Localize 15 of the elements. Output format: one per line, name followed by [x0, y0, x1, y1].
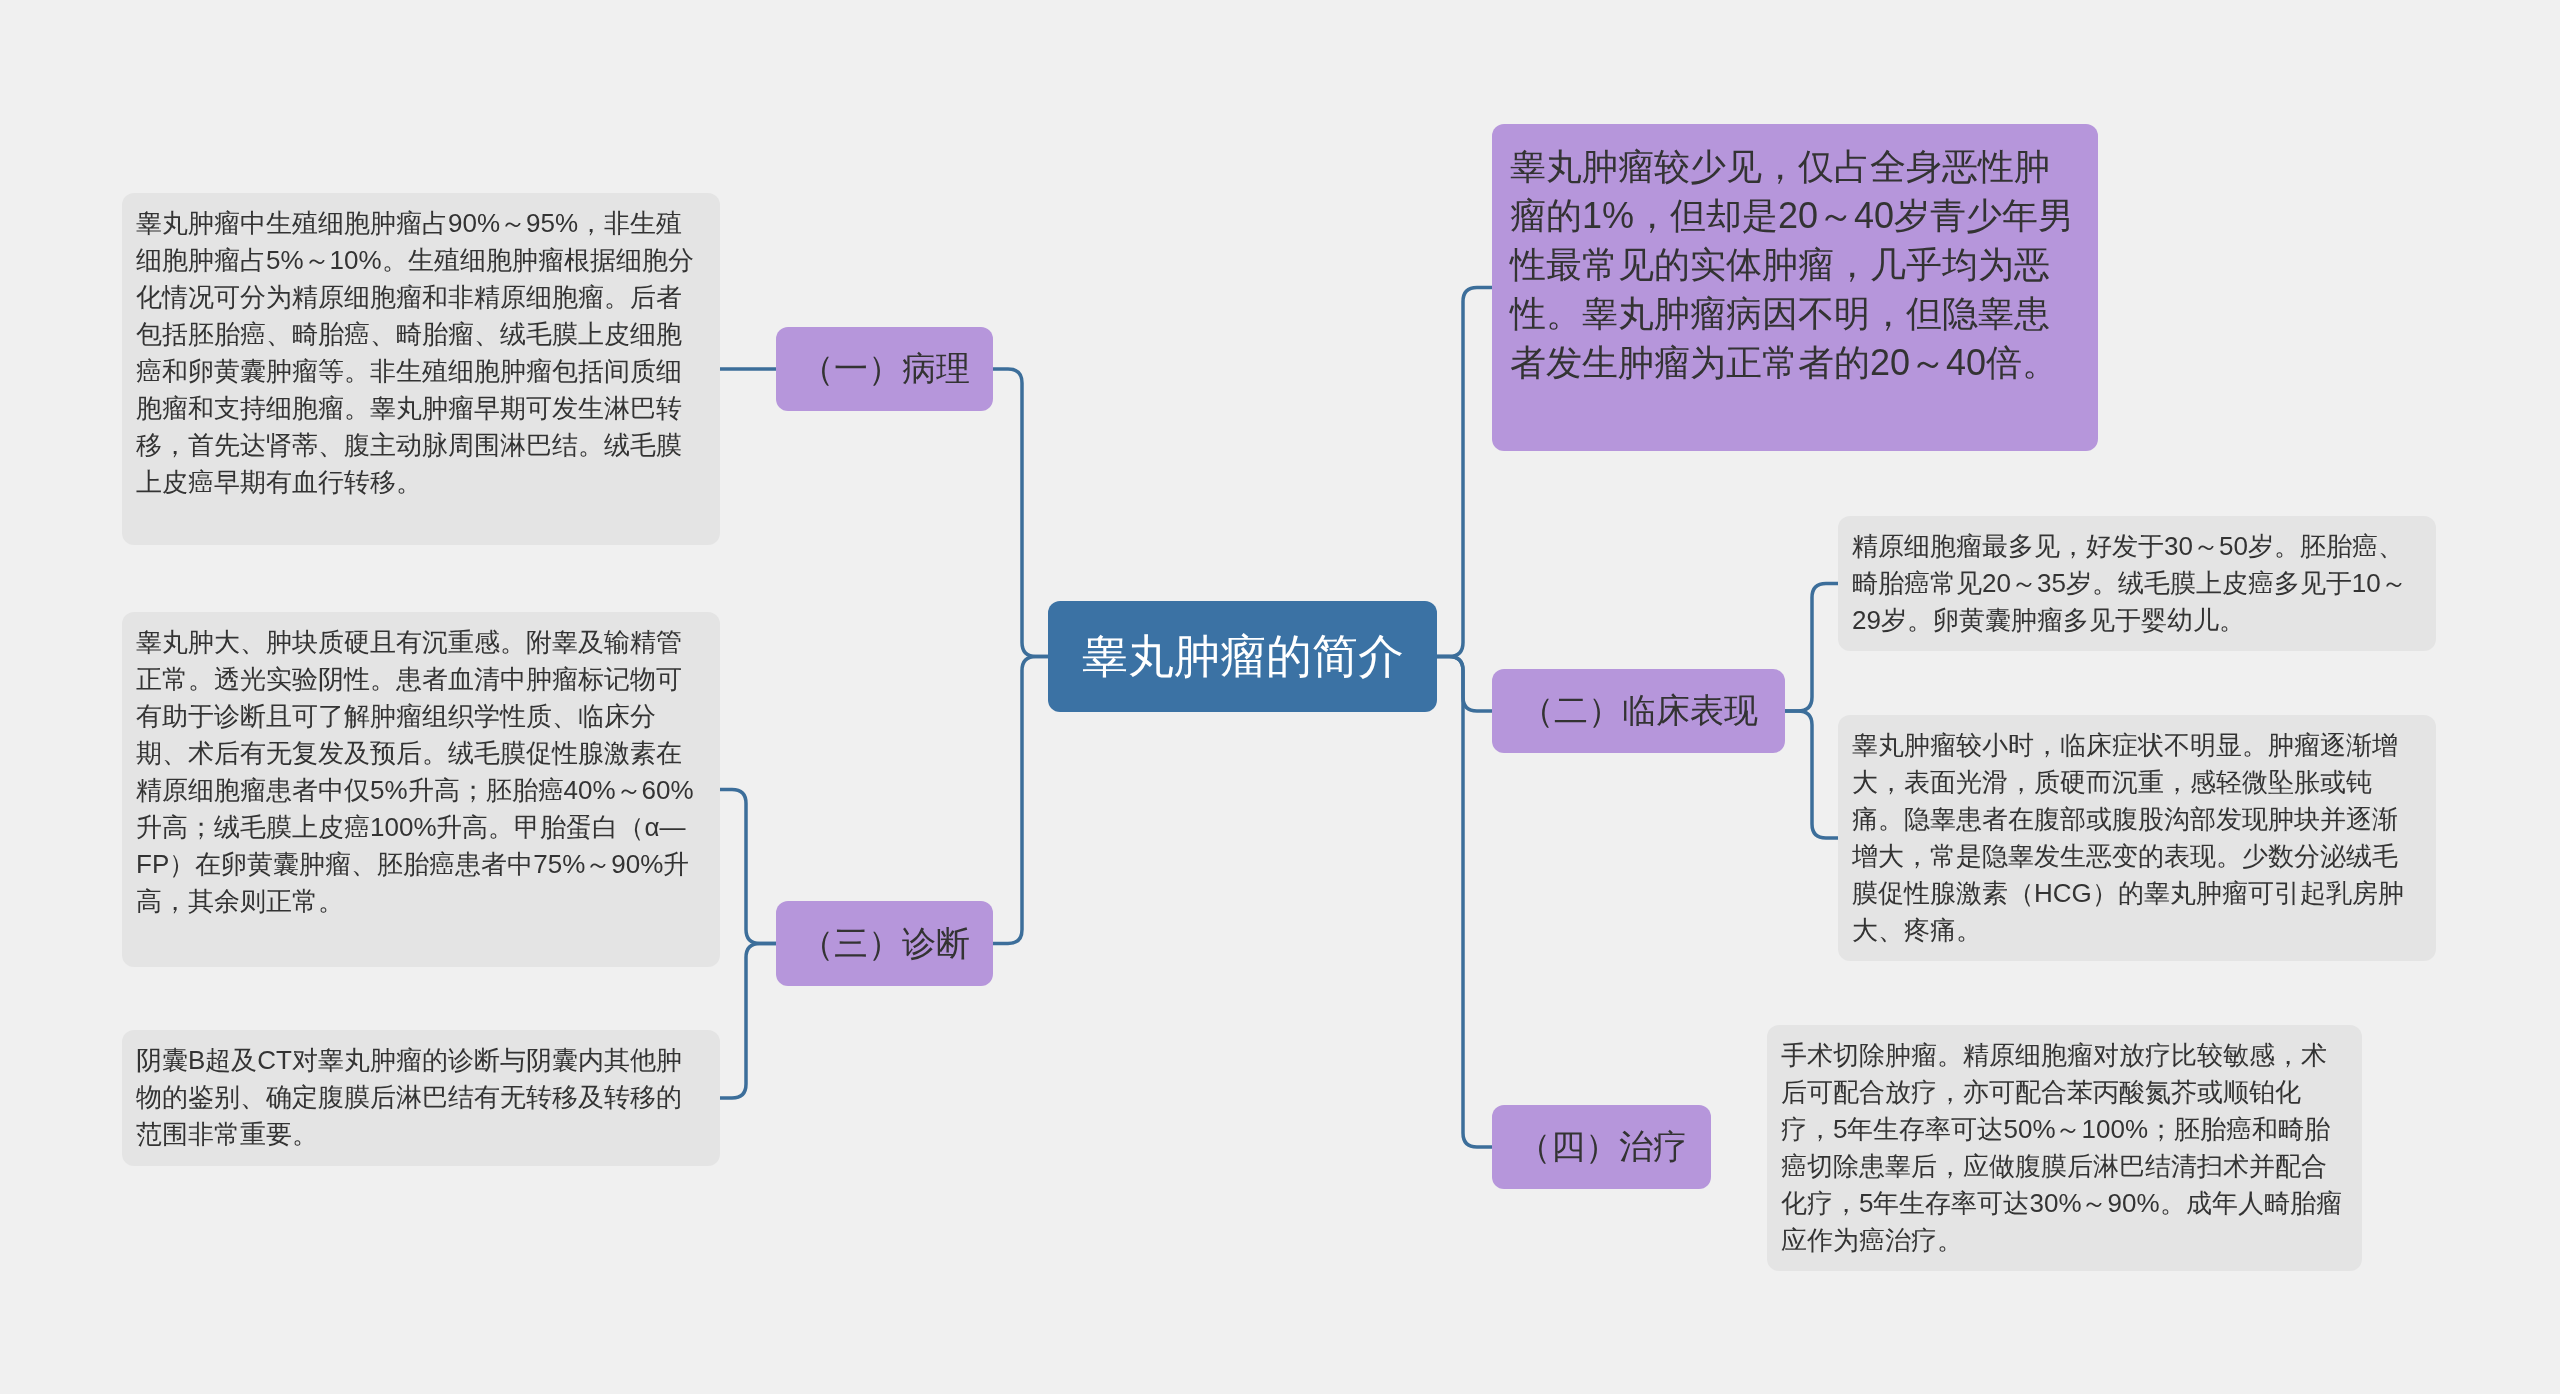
branch-box: （一）病理 — [776, 327, 993, 411]
branch-box: （二）临床表现 — [1492, 669, 1785, 753]
text-box: 精原细胞瘤最多见，好发于30～50岁。胚胎癌、畸胎癌常见20～35岁。绒毛膜上皮癌多见于10～29岁。卵黄囊肿瘤多见于婴幼儿。 — [1838, 516, 2436, 651]
branch-box: （四）治疗 — [1492, 1105, 1711, 1189]
text-box: 睾丸肿瘤较小时，临床症状不明显。肿瘤逐渐增大，表面光滑，质硬而沉重，感轻微坠胀或钝痛。隐睾患者在腹部或腹股沟部发现肿块并逐渐增大，常是隐睾发生恶变的表现。少数分泌绒毛膜促性腺激素（HCG）的睾丸肿瘤可引起乳房肿大、疼痛。 — [1838, 715, 2436, 961]
text-box: 睾丸肿瘤中生殖细胞肿瘤占90%～95%，非生殖细胞肿瘤占5%～10%。生殖细胞肿瘤根据细胞分化情况可分为精原细胞瘤和非精原细胞瘤。后者包括胚胎癌、畸胎癌、畸胎瘤、绒毛膜上皮细胞癌和卵黄囊肿瘤等。非生殖细胞肿瘤包括间质细胞瘤和支持细胞瘤。睾丸肿瘤早期可发生淋巴转移，首先达肾蒂、腹主动脉周围淋巴结。绒毛膜上皮癌早期有血行转移。 — [122, 193, 720, 545]
text-box: 睾丸肿瘤较少见，仅占全身恶性肿瘤的1%，但却是20～40岁青少年男性最常见的实体肿瘤，几乎均为恶性。睾丸肿瘤病因不明，但隐睾患者发生肿瘤为正常者的20～40倍。 — [1492, 124, 2098, 451]
text-box: 阴囊B超及CT对睾丸肿瘤的诊断与阴囊内其他肿物的鉴别、确定腹膜后淋巴结有无转移及转移的范围非常重要。 — [122, 1030, 720, 1166]
text-box: 睾丸肿大、肿块质硬且有沉重感。附睾及输精管正常。透光实验阴性。患者血清中肿瘤标记物可有助于诊断且可了解肿瘤组织学性质、临床分期、术后有无复发及预后。绒毛膜促性腺激素在精原细胞瘤患者中仅5%升高；胚胎癌40%～60%升高；绒毛膜上皮癌100%升高。甲胎蛋白（α—FP）在卵黄囊肿瘤、胚胎癌患者中75%～90%升高，其余则正常。 — [122, 612, 720, 967]
branch-box: （三）诊断 — [776, 901, 993, 986]
topic-box: 睾丸肿瘤的简介 — [1048, 601, 1437, 712]
text-box: 手术切除肿瘤。精原细胞瘤对放疗比较敏感，术后可配合放疗，亦可配合苯丙酸氮芥或顺铂化疗，5年生存率可达50%～100%；胚胎癌和畸胎癌切除患睾后，应做腹膜后淋巴结清扫术并配合化疗，5年生存率可达30%～90%。成年人畸胎瘤应作为癌治疗。 — [1767, 1025, 2362, 1271]
connector-line — [720, 941, 776, 1100]
connector-line — [720, 367, 776, 371]
connector-line — [1785, 709, 1838, 840]
